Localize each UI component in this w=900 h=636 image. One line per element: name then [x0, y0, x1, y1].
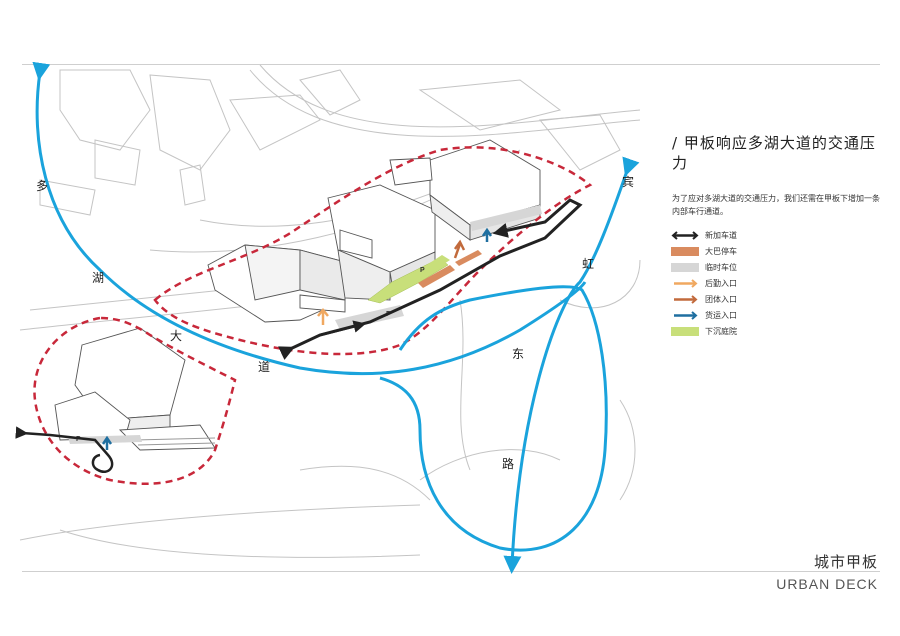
sw-building [54, 327, 216, 451]
bus-parking-2 [455, 250, 482, 266]
frame-bottom-line [22, 571, 880, 572]
arrow-right-icon [674, 310, 698, 320]
parking-p-label-2: P [420, 267, 425, 274]
parking-p-label-3: P [76, 436, 81, 443]
panel-title: / 甲板响应多湖大道的交通压力 [672, 134, 876, 172]
road-label-lu: 路 [502, 456, 514, 471]
road-label-bin: 宾 [622, 174, 634, 189]
road-binhong-east [503, 156, 640, 574]
legend-item-cargo: 货运入口 [671, 307, 737, 323]
legend-item-logistics: 后勤入口 [671, 275, 737, 291]
double-arrow-icon [671, 230, 699, 240]
road-loop [379, 285, 608, 552]
arrow-right-icon [674, 278, 698, 288]
legend-label: 团体入口 [705, 294, 737, 304]
road-label-dao: 道 [258, 360, 270, 374]
group-entrance-arrow [453, 243, 462, 259]
panel-description: 为了应对多湖大道的交通压力，我们还需在甲板下增加一条内部车行通道。 [672, 194, 880, 216]
site-boundary-sw [33, 316, 237, 485]
temp-parking-swatch [671, 262, 699, 272]
new-lane-sw [15, 426, 114, 473]
footer-title-en: URBAN DECK [776, 576, 878, 592]
legend-item-sunken-courtyard: 下沉庭院 [671, 323, 737, 339]
legend-item-new-lane: 新加车道 [671, 227, 737, 243]
legend-label: 临时车位 [705, 262, 737, 272]
sunken-courtyard-swatch [671, 326, 699, 336]
legend: 新加车道 大巴停车 临时车位 后勤入口 团体入口 货运入口 下沉庭院 [671, 227, 737, 339]
legend-label: 后勤入口 [705, 278, 737, 288]
road-label-duo: 多 [36, 179, 48, 193]
legend-label: 新加车道 [705, 230, 737, 240]
legend-label: 货运入口 [705, 310, 737, 320]
legend-label: 下沉庭院 [705, 326, 737, 336]
arrow-right-icon [674, 294, 698, 304]
new-lane-short [319, 320, 367, 337]
road-label-dong: 东 [512, 347, 524, 361]
frame-top-line [22, 64, 880, 65]
road-label-da: 大 [170, 329, 182, 343]
legend-label: 大巴停车 [705, 246, 737, 256]
legend-item-temp-parking: 临时车位 [671, 259, 737, 275]
road-label-hong: 虹 [582, 257, 594, 271]
footer-title-cn: 城市甲板 [813, 553, 878, 571]
road-label-hu: 湖 [92, 270, 104, 285]
legend-item-bus-parking: 大巴停车 [671, 243, 737, 259]
entrance-arrows [101, 227, 493, 450]
legend-item-group: 团体入口 [671, 291, 737, 307]
bus-parking-swatch [671, 246, 699, 256]
